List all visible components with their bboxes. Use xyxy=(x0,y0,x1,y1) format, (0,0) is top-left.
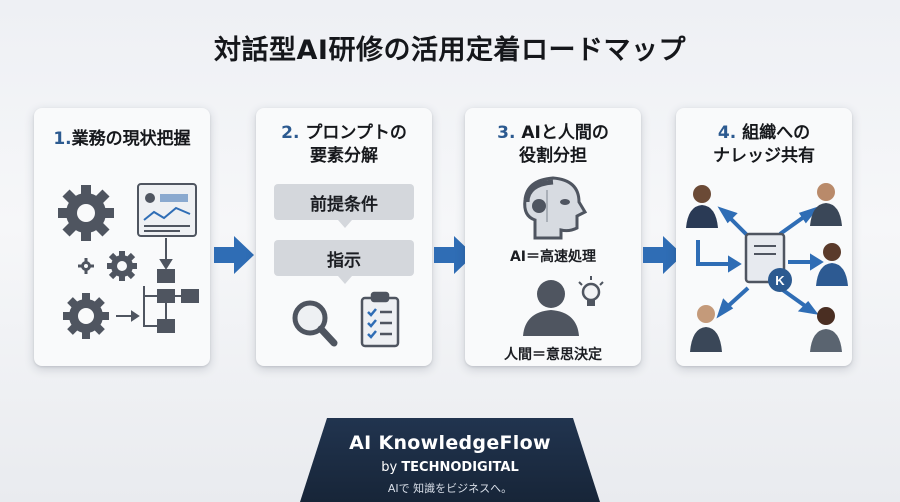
step-4-number: 4. xyxy=(717,123,737,143)
step-3-title: 3. AIと人間の 役割分担 xyxy=(465,122,641,168)
step-4-label-line2: ナレッジ共有 xyxy=(713,146,815,166)
step-card-3: 3. AIと人間の 役割分担 AI＝高速処理 人間＝意思決定 xyxy=(465,108,641,366)
chip-precondition-tail xyxy=(338,220,352,228)
step-card-2: 2. プロンプトの 要素分解 前提条件 指示 xyxy=(256,108,432,366)
gear-icon xyxy=(78,251,137,281)
step-2-label-line1: プロンプトの xyxy=(305,123,407,143)
role-ai-label: AI＝高速処理 xyxy=(509,249,597,265)
step-3-number: 3. xyxy=(497,123,516,143)
step-card-1: 1.業務の現状把握 xyxy=(34,108,210,366)
step-2-label-line2: 要素分解 xyxy=(310,146,378,166)
person-icon xyxy=(690,305,722,352)
person-icon xyxy=(816,243,848,286)
step-4-label-line1: 組織への xyxy=(742,123,811,143)
step-2-title: 2. プロンプトの 要素分解 xyxy=(256,122,432,168)
footer-byline: by TECHNODIGITAL xyxy=(300,460,600,475)
step-1-title: 1.業務の現状把握 xyxy=(34,128,210,151)
footer-tagline: AIで 知識をビジネスへ。 xyxy=(387,482,513,495)
robot-head-icon xyxy=(523,176,588,240)
step-4-title: 4. 組織への ナレッジ共有 xyxy=(676,122,852,168)
footer-brand-banner: AI KnowledgeFlow by TECHNODIGITAL AIで 知識… xyxy=(300,418,600,502)
person-icon xyxy=(523,280,579,336)
step-3-human-illustration xyxy=(523,276,604,336)
footer-company: TECHNODIGITAL xyxy=(401,460,519,475)
step-1-illustration xyxy=(58,183,199,339)
footer-brand-name: AI KnowledgeFlow xyxy=(349,432,551,454)
chip-instruction: 指示 xyxy=(274,240,414,276)
chip-instruction-tail xyxy=(338,276,352,284)
document-chart-icon xyxy=(137,183,197,237)
step-card-4: 4. 組織への ナレッジ共有 K xyxy=(676,108,852,366)
flow-arrow-3 xyxy=(643,236,683,274)
step-4-illustration: K xyxy=(686,183,848,352)
lightbulb-icon xyxy=(578,276,604,306)
step-3-label-line2: 役割分担 xyxy=(519,146,587,166)
role-human-label: 人間＝意思決定 xyxy=(504,347,602,363)
clipboard-checklist-icon xyxy=(360,291,400,348)
chip-precondition: 前提条件 xyxy=(274,184,414,220)
magnifier-icon xyxy=(292,300,338,347)
person-icon xyxy=(810,307,842,352)
gear-icon xyxy=(63,293,109,339)
step-3-label-line1: AIと人間の xyxy=(521,123,609,143)
step-2-illustration xyxy=(292,291,400,348)
document-hub-icon xyxy=(744,232,792,292)
hub-letter: K xyxy=(775,273,785,288)
step-2-number: 2. xyxy=(281,123,300,143)
person-icon xyxy=(810,183,842,226)
flow-arrow-2 xyxy=(434,236,474,274)
flow-arrow-1 xyxy=(214,236,254,274)
step-1-label: 業務の現状把握 xyxy=(71,129,191,149)
page-title: 対話型AI研修の活用定着ロードマップ xyxy=(214,35,686,66)
footer-by-prefix: by xyxy=(381,460,398,475)
step-1-number: 1. xyxy=(53,129,72,149)
gear-icon xyxy=(58,185,114,241)
flowchart-icon xyxy=(116,238,199,333)
person-icon xyxy=(686,185,718,228)
